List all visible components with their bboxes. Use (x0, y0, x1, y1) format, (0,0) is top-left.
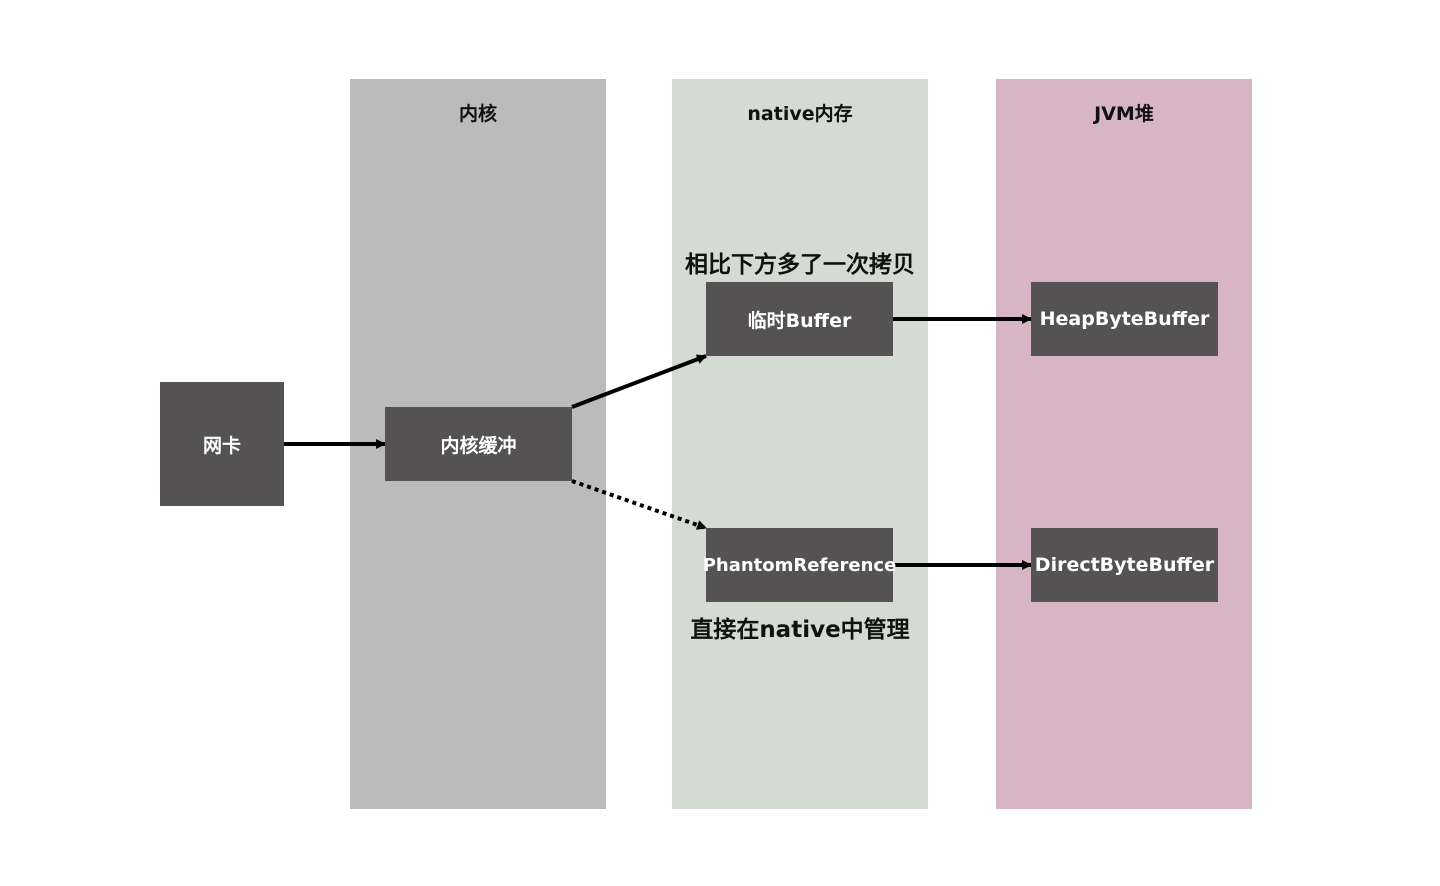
lane-kernel-title: 内核 (458, 103, 497, 125)
note-extra-copy: 相比下方多了一次拷贝 (685, 252, 915, 278)
node-heap-byte-buffer: HeapByteBuffer (1031, 282, 1218, 356)
lane-native-memory: native内存 (672, 79, 928, 809)
lane-jvm-heap: JVM堆 (996, 79, 1252, 809)
node-heap-byte-buffer-label: HeapByteBuffer (1039, 308, 1210, 330)
node-kernel-buffer-label: 内核缓冲 (440, 434, 517, 457)
node-temp-buffer: 临时Buffer (706, 282, 893, 356)
lane-native-memory-title: native内存 (747, 103, 853, 125)
edge-kernel-buffer-to-temp-buffer (571, 354, 707, 409)
node-phantom-reference: PhantomReference (703, 528, 896, 602)
node-direct-byte-buffer-label: DirectByteBuffer (1034, 554, 1215, 576)
node-nic: 网卡 (160, 382, 284, 506)
note-native-managed: 直接在native中管理 (690, 617, 910, 643)
node-kernel-buffer: 内核缓冲 (385, 407, 572, 481)
node-direct-byte-buffer: DirectByteBuffer (1031, 528, 1218, 602)
node-nic-label: 网卡 (202, 434, 241, 457)
edge-kernel-buffer-to-phantom-reference (571, 479, 707, 530)
node-phantom-reference-label: PhantomReference (702, 554, 897, 576)
lane-jvm-heap-title: JVM堆 (1094, 103, 1154, 125)
node-temp-buffer-label: 临时Buffer (747, 309, 852, 332)
